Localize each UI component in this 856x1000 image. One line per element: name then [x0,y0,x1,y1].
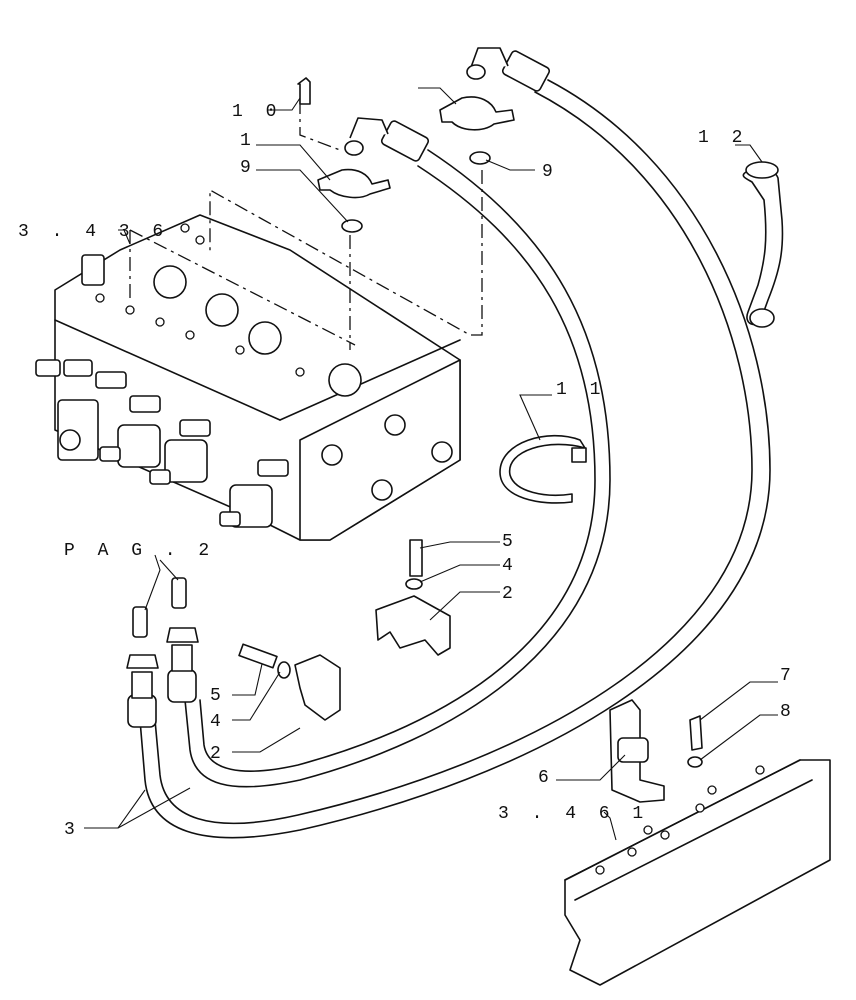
label-5-right: 5 [502,532,519,552]
label-3-436: 3 . 4 3 6 [18,222,169,242]
label-4-left: 4 [210,712,227,732]
label-12: 1 2 [698,128,748,148]
label-3: 3 [64,820,81,840]
label-8: 8 [780,702,797,722]
hose-fitting-upper-right [501,50,551,92]
cable-tie-11 [499,434,587,504]
callout-leaders [84,87,778,841]
label-7: 7 [780,666,797,686]
label-5-left: 5 [210,686,227,706]
control-valve-block [35,214,461,541]
label-9-right: 9 [542,162,559,182]
lower-hose-fittings [126,577,199,728]
assembly-leader-lines [129,100,483,350]
frame-rail [564,759,831,986]
label-4-right: 4 [502,556,519,576]
label-9-left: 9 [240,158,257,178]
label-10: 1 0 [232,102,282,122]
elbow-hose-12 [742,161,784,328]
upper-clamps [297,77,515,233]
callout-labels: 1 0 1 9 9 3 . 4 3 6 1 2 1 1 P A G . 2 5 … [18,102,797,840]
label-6: 6 [538,768,555,788]
label-2-left: 2 [210,744,227,764]
label-1: 1 [240,131,257,151]
bracket-6 [609,699,703,803]
clamp-assembly-left [238,643,341,721]
clamp-assembly-right [375,539,451,656]
label-pag-2: P A G . 2 [64,541,215,561]
label-11: 1 1 [556,380,606,400]
label-2-right: 2 [502,584,519,604]
hose-assembly-3 [139,47,771,839]
hose-fitting-upper-left [380,120,430,162]
label-3-461: 3 . 4 6 1 [498,804,649,824]
